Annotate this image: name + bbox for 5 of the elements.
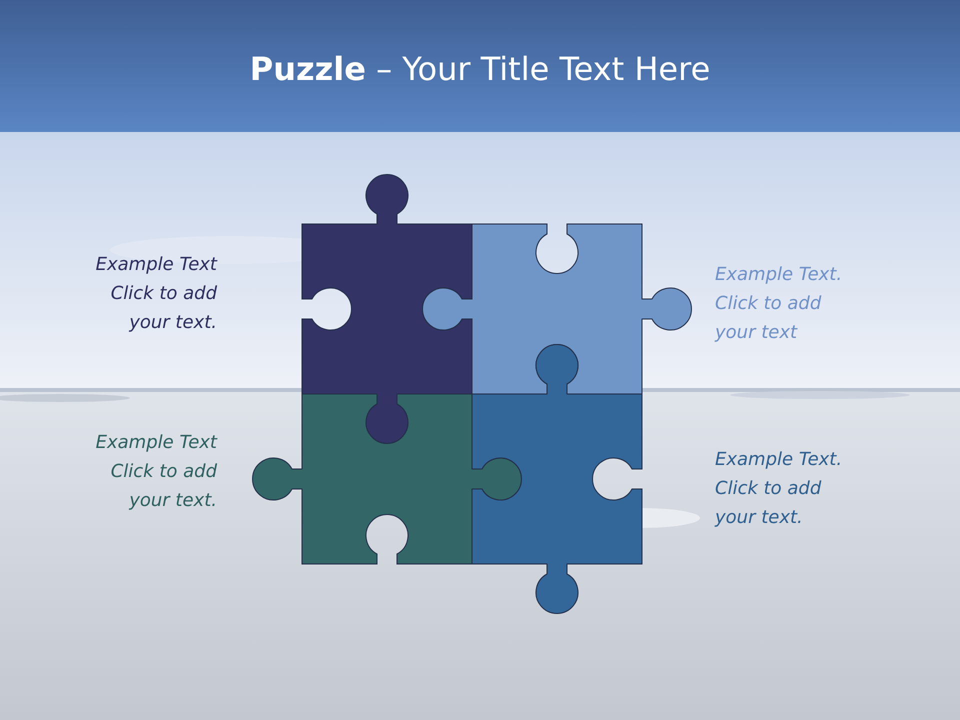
slide-title: Puzzle – Your Title Text Here bbox=[248, 50, 712, 88]
example-text: Example Text Click to add your text. bbox=[94, 431, 217, 513]
example-text: Example Text. Click to add your text bbox=[715, 263, 844, 345]
example-text: Example Text. Click to add your text. bbox=[715, 448, 844, 530]
example-text: Example Text Click to add your text. bbox=[94, 253, 217, 335]
